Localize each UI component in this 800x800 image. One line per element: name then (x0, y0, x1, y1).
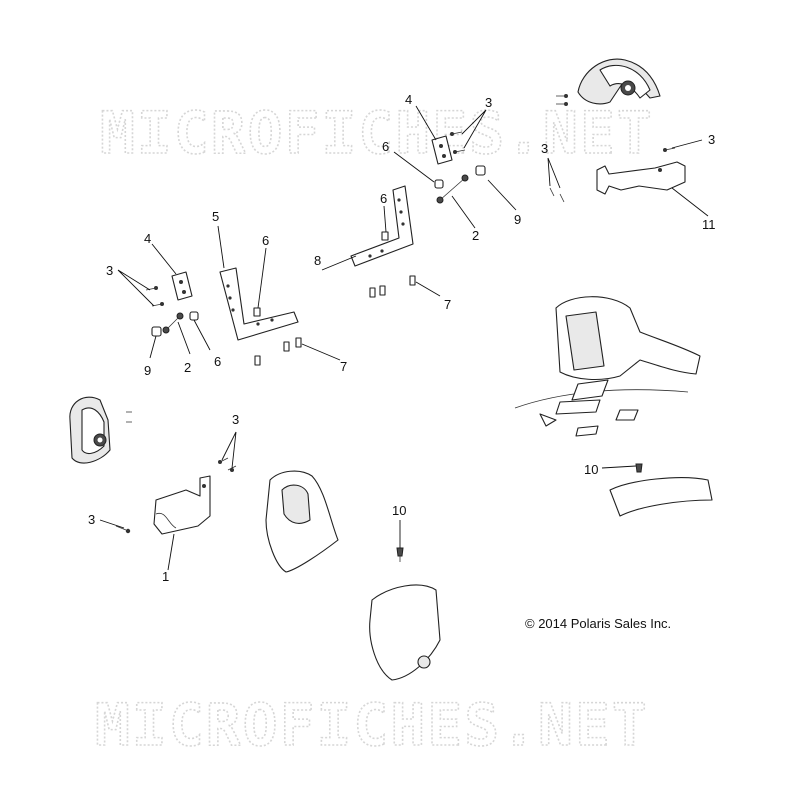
callout-7-upper: 7 (444, 297, 451, 312)
rod-upper (436, 174, 469, 204)
callout-6-lower: 6 (214, 354, 221, 369)
callout-7-lower: 7 (340, 359, 347, 374)
fender-panel-right (609, 477, 713, 517)
callout-9-left: 9 (144, 363, 151, 378)
bracket-5 (219, 267, 299, 341)
callout-10-center: 10 (392, 503, 406, 518)
callout-3-far-right: 3 (708, 132, 715, 147)
callout-2-left: 2 (184, 360, 191, 375)
watermark-top: MICROFICHES.NET (100, 99, 654, 167)
screws-upper (450, 131, 466, 154)
screws-bracket-11 (549, 147, 676, 203)
screws-bracket-1 (115, 457, 237, 534)
fastener-left (189, 307, 261, 321)
callout-4-left: 4 (144, 231, 151, 246)
fender-panel-center (369, 584, 441, 681)
callout-4-upper: 4 (405, 92, 412, 107)
bracket-8 (350, 185, 414, 267)
callout-3-lower-left: 3 (88, 512, 95, 527)
fastener-upper (434, 179, 444, 189)
nut-upper (475, 165, 486, 176)
callout-11: 11 (702, 217, 716, 232)
copyright-notice: © 2014 Polaris Sales Inc. (525, 616, 671, 631)
nut-left (151, 326, 162, 337)
callout-3-mid-left: 3 (232, 412, 239, 427)
callout-3-right-mid: 3 (541, 141, 548, 156)
bracket-11 (596, 161, 686, 195)
watermark-bottom: MICROFICHES.NET (95, 691, 649, 759)
fender-panel-left (265, 470, 339, 573)
screws-bracket-8 (369, 231, 416, 298)
callout-8: 8 (314, 253, 321, 268)
push-rivet-center (396, 547, 404, 562)
headlight-screws-right (556, 94, 568, 106)
callout-2-upper: 2 (472, 228, 479, 243)
callout-labels: 4 3 6 3 3 6 2 9 11 8 7 5 4 6 3 9 2 6 7 3… (88, 92, 716, 584)
bracket-1 (153, 475, 211, 535)
screws-bracket-5 (254, 337, 302, 366)
callout-3-upper: 3 (485, 95, 492, 110)
screws-left (145, 286, 164, 307)
headlight-screws-left (126, 411, 132, 423)
callout-5: 5 (212, 209, 219, 224)
callout-3-left: 3 (106, 263, 113, 278)
headlight-assembly-right (577, 58, 661, 105)
callout-10-right: 10 (584, 462, 598, 477)
push-rivet-right (635, 463, 643, 473)
callout-6-upper: 6 (382, 139, 389, 154)
callout-6-left: 6 (262, 233, 269, 248)
clamp-block-left (171, 271, 193, 301)
callout-6-mid: 6 (380, 191, 387, 206)
storage-box-assembly (514, 296, 701, 437)
headlight-assembly-left (69, 396, 111, 464)
clamp-block-upper (431, 135, 453, 165)
callout-1: 1 (162, 569, 169, 584)
leader-lines (99, 105, 709, 571)
rod-left (162, 312, 184, 334)
callout-9-upper: 9 (514, 212, 521, 227)
